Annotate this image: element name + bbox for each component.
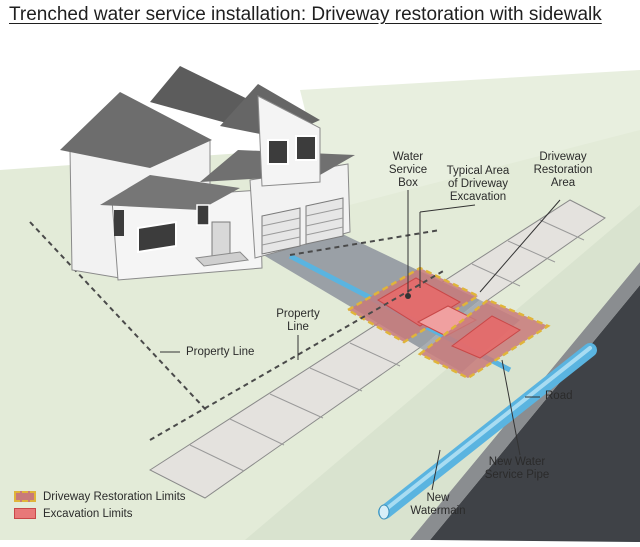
- legend-item: Excavation Limits: [14, 505, 186, 522]
- excavation-area-lower: [451, 315, 521, 359]
- house: [60, 66, 355, 281]
- property-lines: [29, 221, 446, 441]
- legend-item: Driveway Restoration Limits: [14, 488, 186, 505]
- legend-label: Driveway Restoration Limits: [43, 490, 186, 503]
- lawn-far: [300, 70, 640, 210]
- boulevard-strip: [245, 205, 640, 540]
- legend-swatch-restoration: [14, 491, 36, 502]
- watermain: [378, 343, 597, 520]
- legend: Driveway Restoration Limits Excavation L…: [14, 488, 186, 522]
- leader-lines: [160, 190, 561, 491]
- sidewalk-joints: [189, 219, 585, 472]
- legend-swatch-excavation: [14, 508, 36, 519]
- label-property-line-2: Property Line: [186, 346, 255, 358]
- page-title: Trenched water service installation: Dri…: [9, 4, 602, 25]
- legend-label: Excavation Limits: [43, 507, 133, 520]
- label-road: Road: [545, 390, 573, 402]
